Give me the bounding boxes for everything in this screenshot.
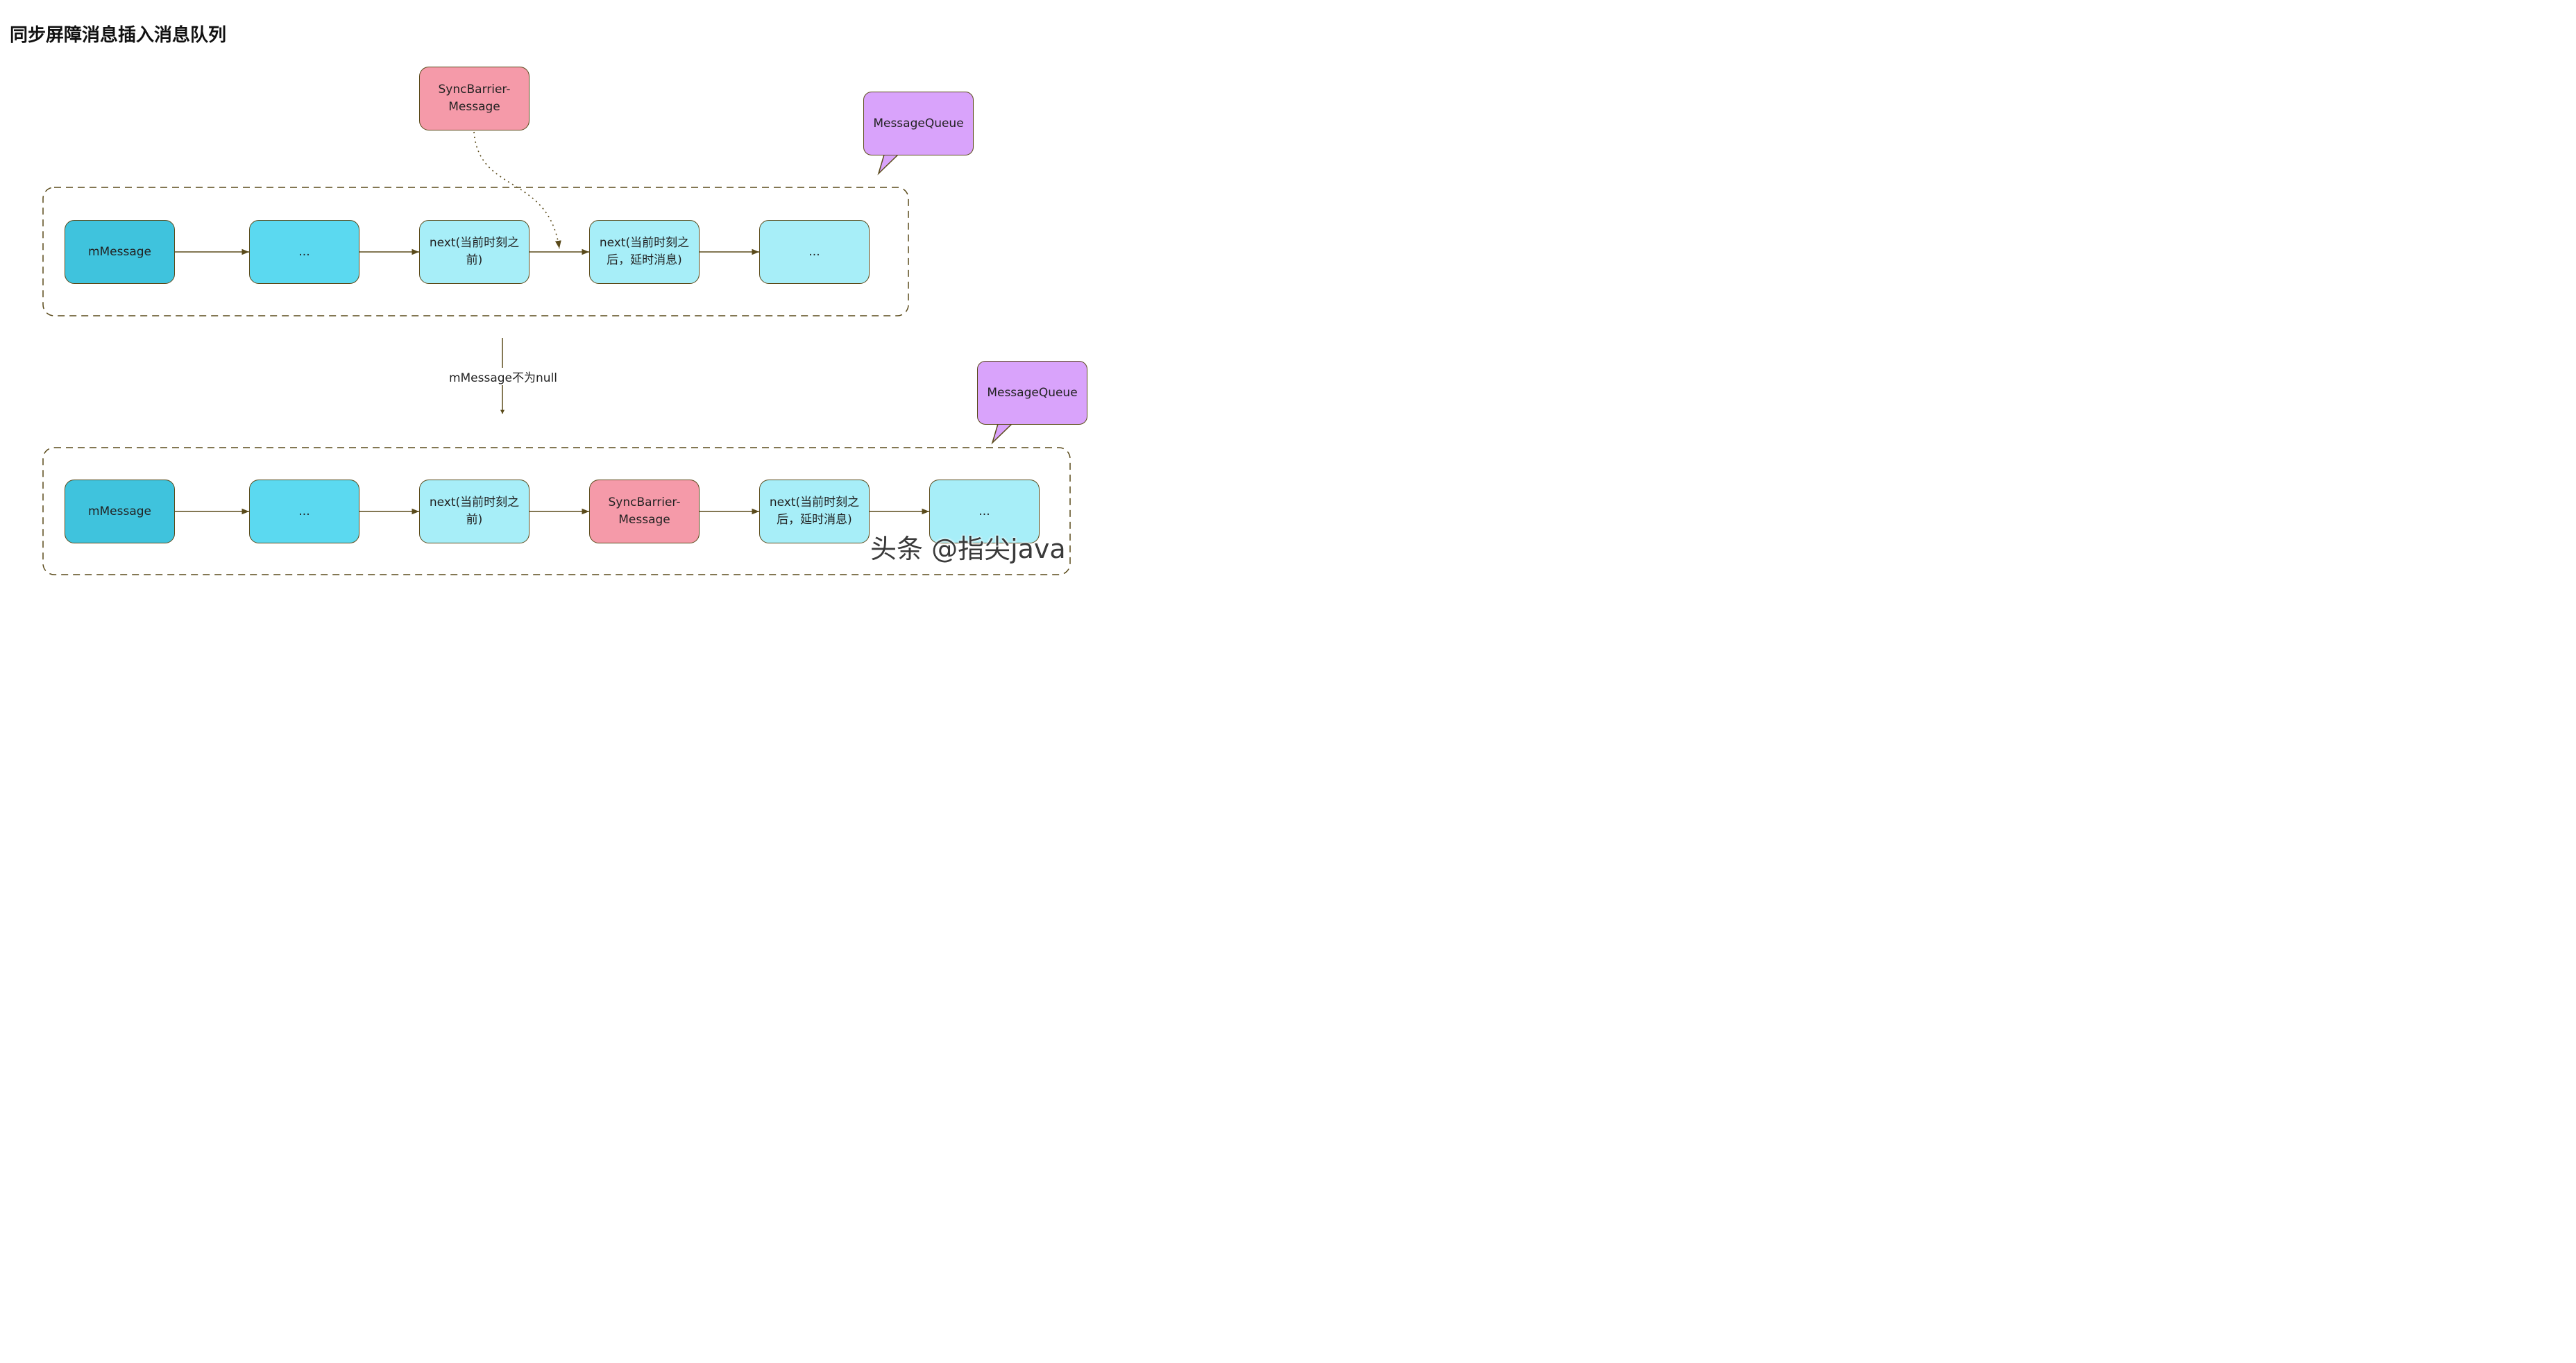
watermark: 头条 @指尖java [870,534,1066,564]
bottom-node-sync-barrier: SyncBarrier-Message [589,480,700,543]
top-node-next-after: next(当前时刻之后，延时消息) [589,220,700,284]
bottom-queue-container [42,447,1071,575]
node-label: mMessage [87,504,152,518]
node-label: next(当前时刻之前) [429,496,520,527]
node-label: ... [298,504,310,518]
top-node-ellipsis-1: ... [249,220,359,284]
bottom-node-ellipsis-1: ... [249,480,359,543]
sync-barrier-message-node: SyncBarrier-Message [419,67,529,130]
bottom-callout-tail [991,423,1012,445]
bottom-node-next-after: next(当前时刻之后，延时消息) [759,480,870,543]
node-label: ... [298,244,310,259]
node-label: next(当前时刻之后，延时消息) [769,496,860,527]
node-label: next(当前时刻之前) [429,236,520,267]
top-node-ellipsis-2: ... [759,220,870,284]
top-node-next-before: next(当前时刻之前) [419,220,529,284]
page-title: 同步屏障消息插入消息队列 [10,25,227,46]
top-callout-tail [877,154,899,176]
top-message-queue-callout: MessageQueue [863,92,974,155]
transition-label: mMessage不为null [444,368,562,385]
node-label: mMessage [87,244,152,259]
node-label: ... [978,504,990,518]
bottom-node-ellipsis-2: ... [929,480,1040,543]
node-label: SyncBarrier-Message [608,496,681,527]
bottom-callout-label: MessageQueue [987,386,1078,400]
sync-barrier-message-label: SyncBarrier-Message [438,83,511,114]
top-queue-container [42,187,909,316]
top-callout-label: MessageQueue [873,117,964,130]
node-label: next(当前时刻之后，延时消息) [599,236,690,267]
node-label: ... [808,244,820,259]
bottom-node-next-before: next(当前时刻之前) [419,480,529,543]
bottom-node-mmessage: mMessage [65,480,175,543]
top-node-mmessage: mMessage [65,220,175,284]
connector-layer [42,131,1071,575]
bottom-message-queue-callout: MessageQueue [977,361,1087,425]
